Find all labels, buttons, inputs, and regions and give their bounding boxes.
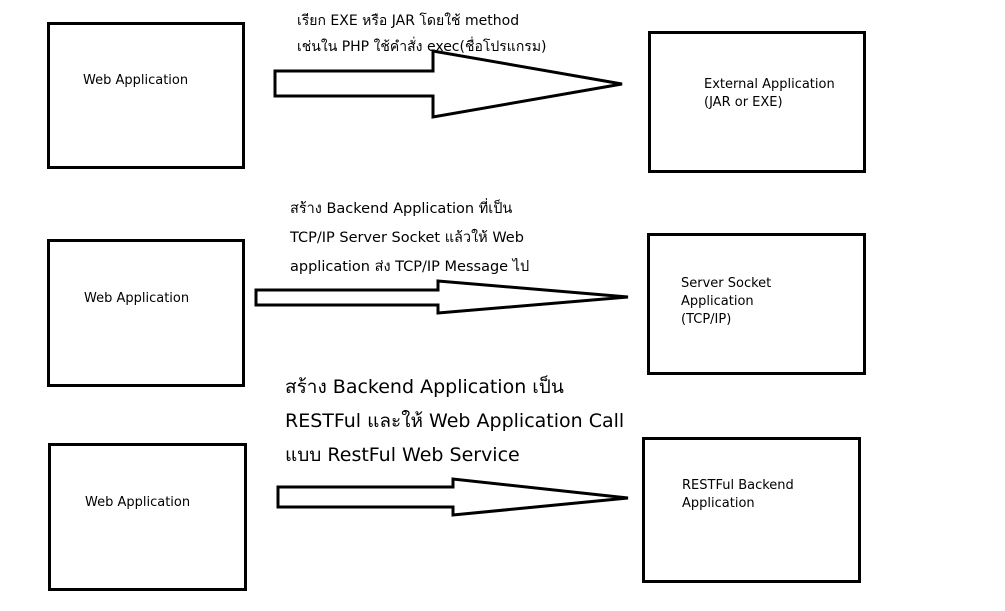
arrow-row-2-icon <box>254 279 629 315</box>
caption-row-3-line-2: RESTFul และให้ Web Application Call <box>285 410 625 432</box>
web-application-box-3 <box>48 443 247 591</box>
web-application-label-2: Web Application <box>84 291 190 306</box>
caption-row-1-line-1: เรียก EXE หรือ JAR โดยใช้ method <box>297 13 520 29</box>
external-application-label-line-2: (JAR or EXE) <box>704 95 783 110</box>
web-application-box-2 <box>47 239 245 387</box>
caption-row-2-line-1: สร้าง Backend Application ที่เป็น <box>290 201 513 217</box>
web-application-label-1: Web Application <box>83 73 189 88</box>
restful-backend-box <box>642 437 861 583</box>
caption-row-2-line-2: TCP/IP Server Socket แล้วให้ Web <box>290 230 524 246</box>
server-socket-label-line-3: (TCP/IP) <box>681 312 732 327</box>
server-socket-application-label: Server Socket Application (TCP/IP) <box>681 275 771 329</box>
external-application-box <box>648 31 866 173</box>
web-application-box-1 <box>47 22 245 169</box>
web-application-label-3: Web Application <box>85 495 191 510</box>
server-socket-label-line-1: Server Socket <box>681 276 772 291</box>
caption-row-3: สร้าง Backend Application เป็น RESTFul แ… <box>285 370 624 472</box>
caption-row-2: สร้าง Backend Application ที่เป็น TCP/IP… <box>290 195 529 282</box>
arrow-row-3-icon <box>276 477 629 517</box>
restful-backend-label-line-2: Application <box>682 496 755 511</box>
caption-row-1: เรียก EXE หรือ JAR โดยใช้ method เช่นใน … <box>297 8 547 60</box>
caption-row-3-line-3: แบบ RestFul Web Service <box>285 444 520 466</box>
server-socket-label-line-2: Application <box>681 294 754 309</box>
caption-row-2-line-3: application ส่ง TCP/IP Message ไป <box>290 259 530 275</box>
arrow-row-1-icon <box>273 49 623 119</box>
external-application-label-line-1: External Application <box>704 77 835 92</box>
external-application-label: External Application (JAR or EXE) <box>704 76 835 112</box>
server-socket-application-box <box>647 233 866 375</box>
caption-row-1-line-2: เช่นใน PHP ใช้คำสั่ง exec(ชื่อโปรแกรม) <box>297 39 547 55</box>
caption-row-3-line-1: สร้าง Backend Application เป็น <box>285 376 564 398</box>
restful-backend-label-line-1: RESTFul Backend <box>682 478 794 493</box>
restful-backend-label: RESTFul Backend Application <box>682 477 794 513</box>
